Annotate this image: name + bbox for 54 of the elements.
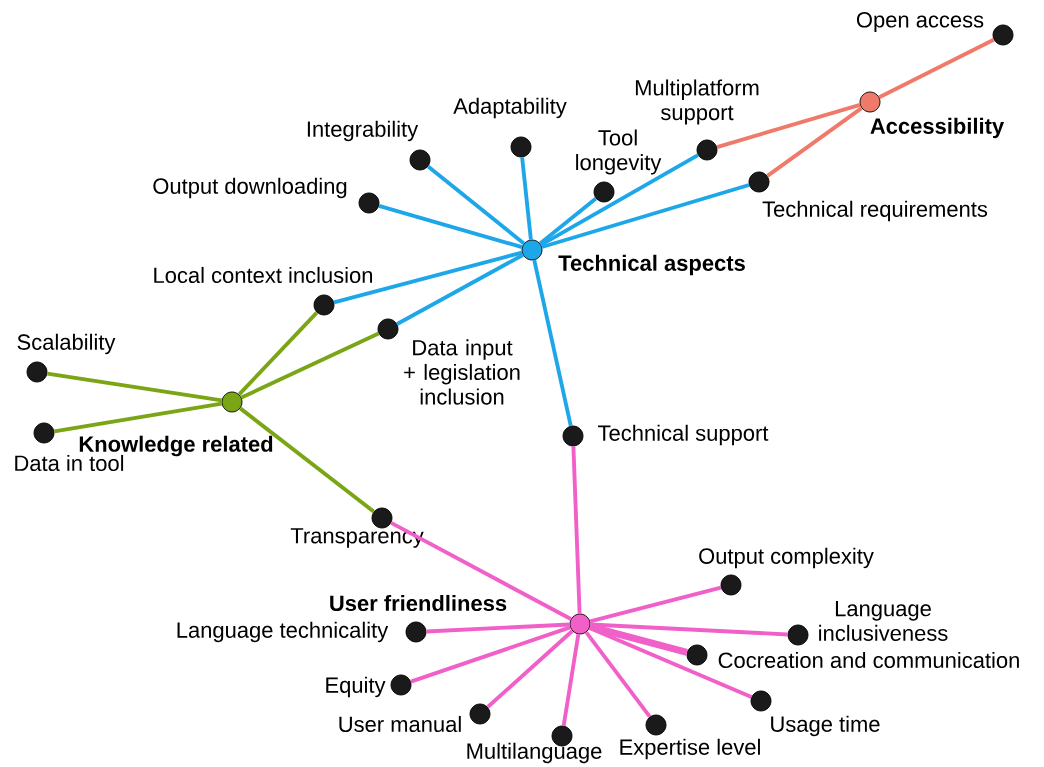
edge-line	[541, 183, 750, 249]
node-label: Technical support	[598, 424, 769, 446]
node-label: User manual	[339, 715, 461, 733]
edge-line	[396, 253, 524, 326]
node-label: Technical aspects	[558, 254, 745, 276]
node-label: Output downloading	[153, 177, 347, 199]
edge-line	[390, 521, 572, 621]
node-label: Local context inclusion	[154, 266, 372, 284]
edge-line	[486, 629, 574, 709]
node-label: Language inclusiveness	[819, 601, 948, 641]
edge-line	[561, 634, 581, 726]
node-label: Multiplatform support	[635, 79, 759, 125]
node-label: Scalability	[17, 333, 116, 355]
node-label: Accessibility	[870, 117, 1005, 139]
edge-line	[538, 197, 598, 245]
edge-line	[716, 103, 861, 149]
edge-line	[333, 250, 523, 305]
edge-line	[237, 311, 319, 396]
node-label: Knowledge related	[79, 435, 273, 457]
node-label: Technical requirements	[762, 200, 988, 222]
edge-line	[571, 446, 582, 614]
node-label: Tool longevity	[576, 129, 662, 175]
node-label: Multilanguage	[467, 742, 602, 764]
edge-line	[589, 623, 688, 656]
edge-line	[532, 259, 573, 427]
node-label: Cocreation and communication	[718, 651, 1019, 669]
edge-line	[239, 406, 375, 514]
node-label: Usage time	[771, 715, 880, 737]
node-label: Data input + legislation inclusion	[404, 339, 520, 405]
edge-line	[878, 37, 995, 100]
edge-line	[520, 157, 533, 240]
node-label: Transparency	[290, 528, 424, 548]
node-label: User friendliness	[330, 594, 507, 612]
edge-line	[766, 106, 863, 178]
node-label: Equity	[326, 676, 386, 698]
edge-line	[410, 625, 571, 684]
edge-line	[426, 622, 570, 634]
edge-line	[588, 626, 753, 699]
edge-line	[378, 204, 523, 249]
node-label: Data in tool	[15, 454, 124, 472]
edge-line	[47, 371, 222, 403]
node-label: Language technicality	[177, 621, 389, 643]
edge-line	[584, 631, 652, 718]
edge-line	[540, 153, 699, 247]
edge-line	[589, 585, 722, 624]
node-label: Open access	[856, 12, 984, 32]
node-label: Expertise level	[620, 738, 760, 760]
node-label: Integrability	[307, 120, 419, 142]
edge-line	[54, 401, 223, 434]
edge-line	[426, 165, 526, 245]
edge-line	[590, 622, 788, 637]
node-label: Output complexity	[699, 547, 874, 569]
node-label: Adaptability	[453, 97, 567, 119]
edge-line	[240, 331, 380, 400]
